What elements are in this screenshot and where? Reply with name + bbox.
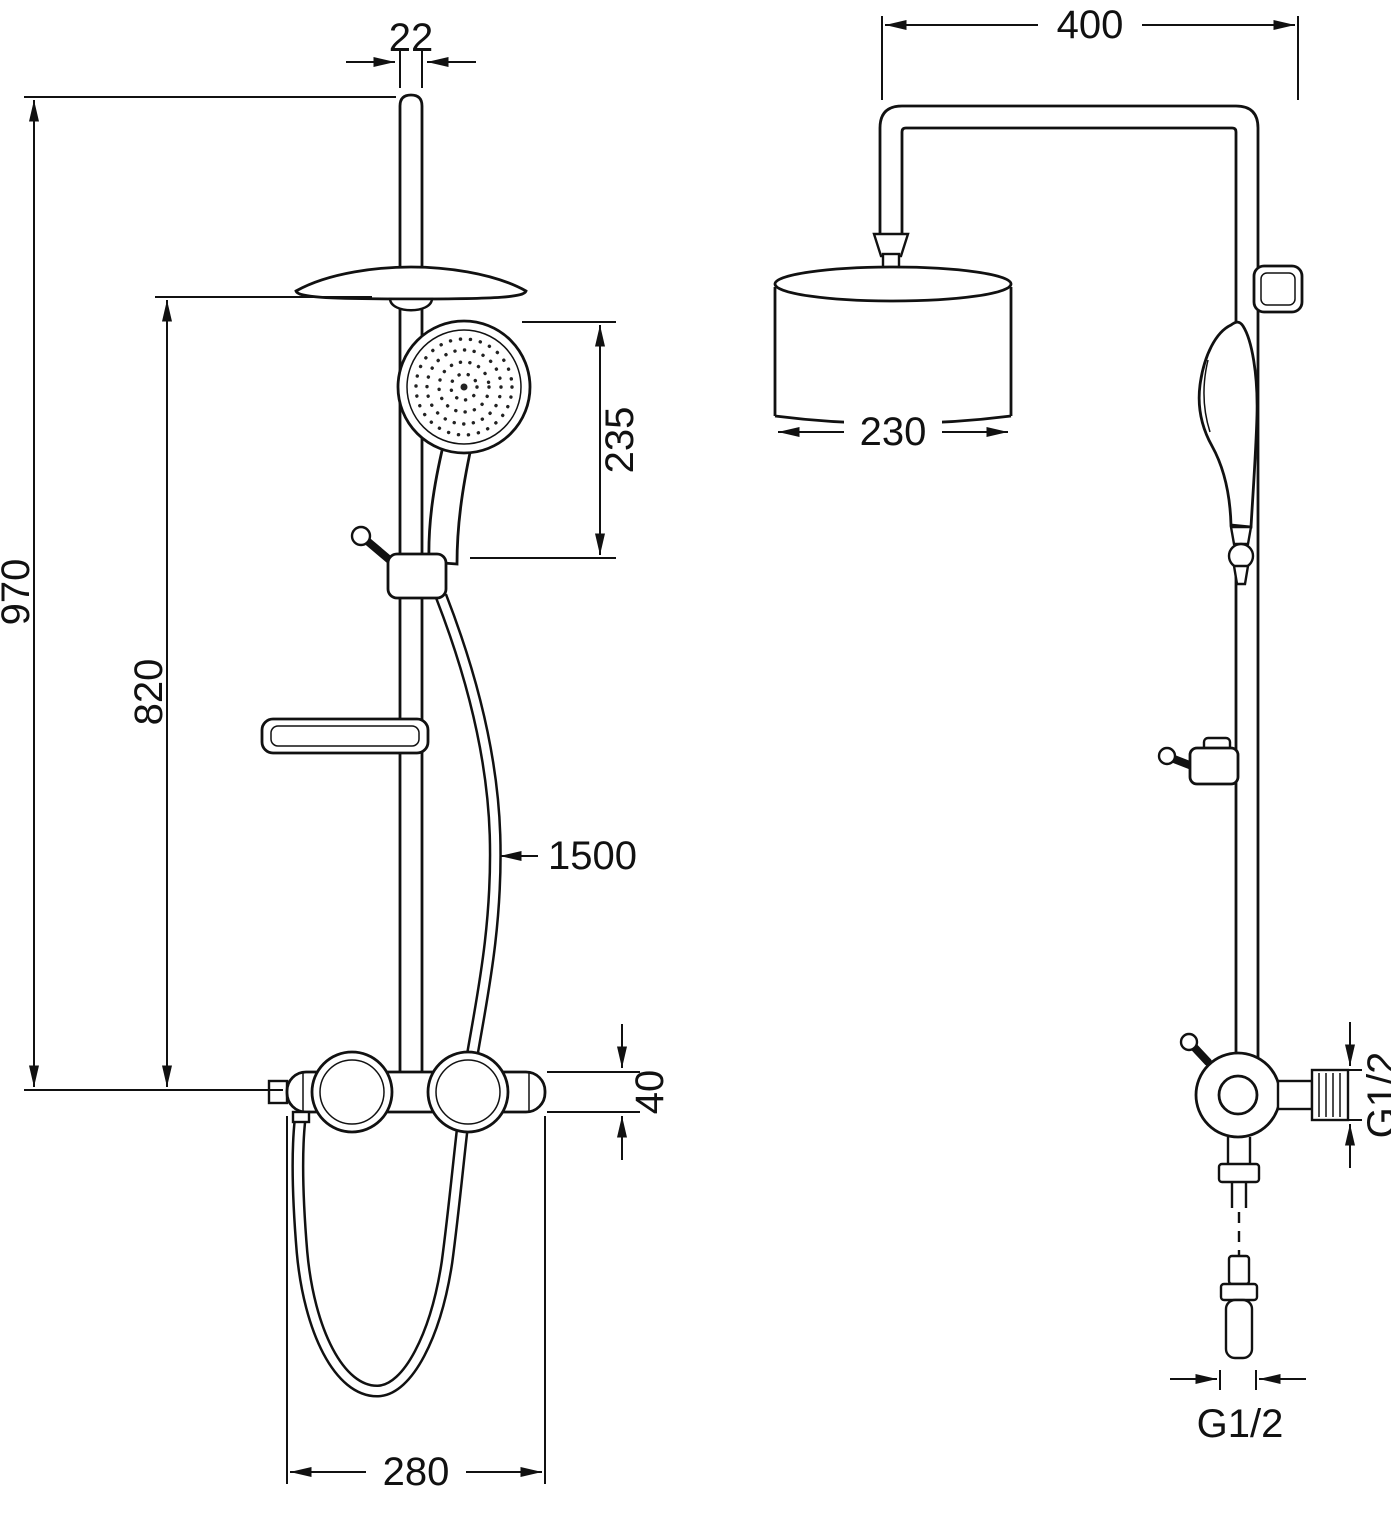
hand-shower-handle (427, 440, 473, 566)
shower-hose (291, 593, 502, 1398)
spray-center-dot (460, 383, 468, 391)
valve-side-lever-knob (1179, 1032, 1199, 1052)
hose-outlet-stub (291, 1110, 311, 1124)
soap-dish (260, 717, 430, 755)
hand-shower-cone (1229, 525, 1253, 546)
riser-pipe-and-arm (878, 104, 1260, 1077)
rain-shower-head-front (294, 265, 528, 301)
dim-thread-inlet-label: G1/2 (1360, 1052, 1391, 1139)
dim-valve-width-label: 280 (383, 1450, 450, 1494)
holder-lever-knob (350, 525, 372, 547)
hand-shower-face (396, 319, 532, 455)
inlet-thread (1310, 1068, 1350, 1122)
hose-fitting (1224, 1298, 1254, 1360)
thermostatic-valve (267, 1050, 547, 1134)
front-view-dimensions: 22 970 820 235 1500 40 28 (0, 16, 672, 1494)
hand-shower-side (1197, 320, 1259, 586)
bottom-outlet-connector (1217, 1137, 1261, 1360)
rain-head-connector (872, 232, 910, 258)
dim-pipe-width-label: 22 (389, 16, 434, 60)
wall-bracket (1252, 264, 1304, 314)
slide-holder (350, 525, 448, 600)
valve-side-lever (1190, 1043, 1212, 1066)
dim-valve-body-label: 40 (628, 1070, 672, 1115)
dim-rail-height-label: 820 (127, 659, 171, 726)
outlet-nut (1217, 1162, 1261, 1184)
spray-nozzles-ring-outer (414, 337, 514, 437)
valve-left-inlet (267, 1079, 289, 1105)
slide-holder-side (1157, 736, 1240, 786)
valve-knob-right (426, 1050, 510, 1134)
dim-arm-depth-label: 400 (1057, 3, 1124, 47)
holder-lever (362, 536, 396, 566)
dim-head-diameter-label: 230 (860, 410, 927, 454)
front-view: 22 970 820 235 1500 40 28 (0, 16, 672, 1494)
valve-side-body (1194, 1051, 1282, 1139)
rain-head-ball-joint (388, 297, 434, 312)
inlet-pipe (1276, 1079, 1314, 1111)
hose-nut (1219, 1282, 1259, 1302)
dim-total-height-label: 970 (0, 559, 38, 626)
hand-shower-ball-joint (1227, 542, 1255, 570)
dim-thread-outlet-label: G1/2 (1197, 1402, 1284, 1446)
rain-shower-head-side (773, 265, 1013, 425)
valve-side (1179, 1032, 1350, 1139)
side-view: 400 230 G1/2 G1/2 (773, 3, 1391, 1446)
valve-knob-left (310, 1050, 394, 1134)
dim-hand-shower-label: 235 (598, 407, 642, 474)
dim-hose-length-label: 1500 (548, 834, 637, 878)
side-view-dimensions: 400 230 G1/2 G1/2 (778, 3, 1391, 1446)
